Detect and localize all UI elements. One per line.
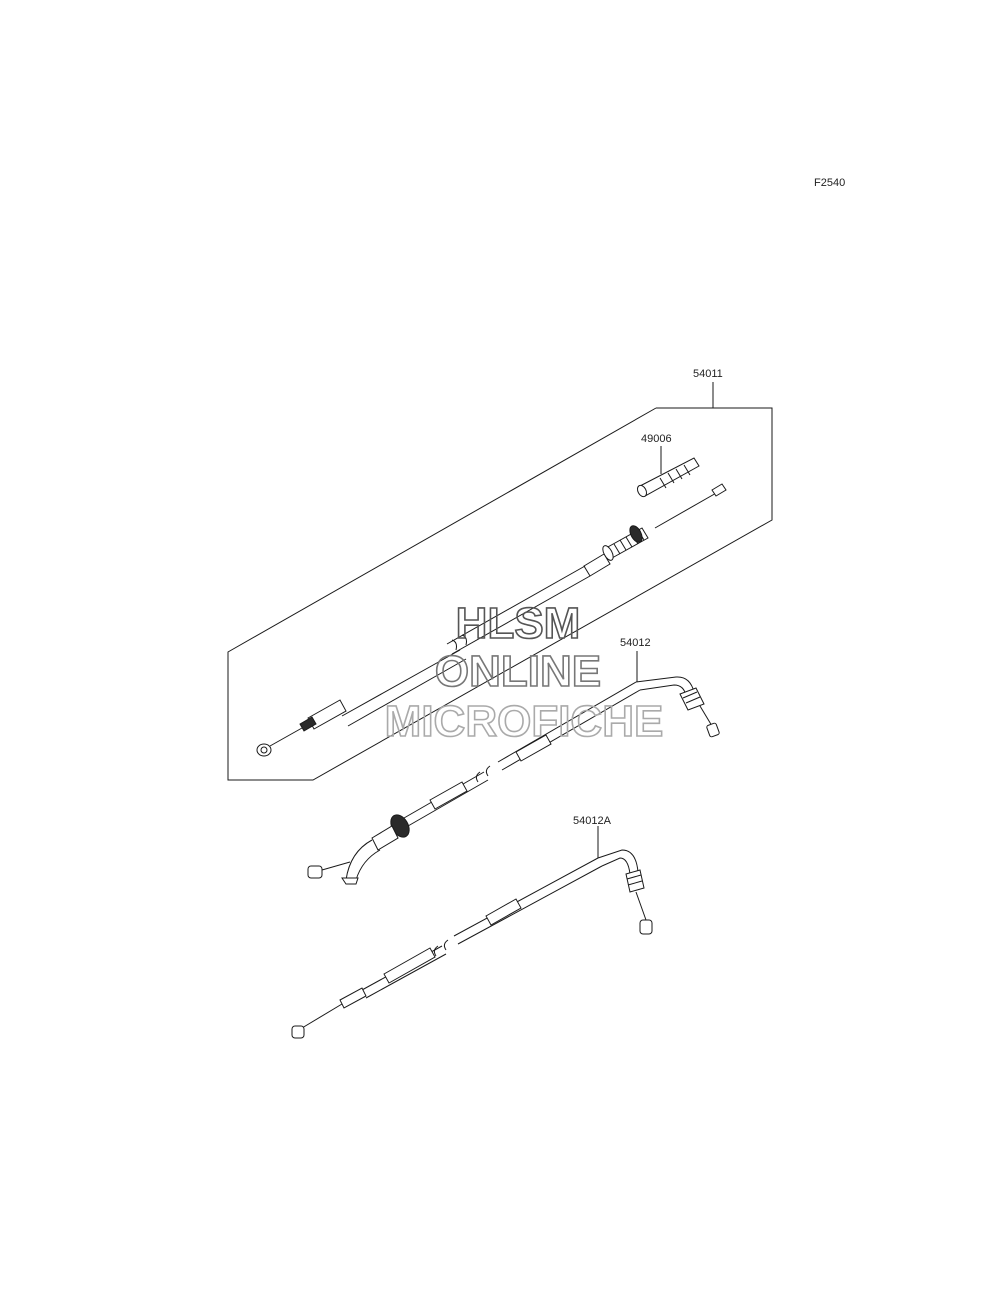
- figure-code: F2540: [814, 177, 845, 189]
- watermark-line-1: HLSM: [456, 599, 581, 648]
- group-outline-54011: [227, 382, 773, 781]
- label-54012[interactable]: 54012: [620, 637, 651, 649]
- label-49006[interactable]: 49006: [641, 433, 672, 445]
- boot-49006-part[interactable]: [636, 446, 700, 498]
- label-54012A[interactable]: 54012A: [573, 815, 612, 827]
- watermark-line-3: MICROFICHE: [385, 697, 664, 746]
- watermark-line-2: ONLINE: [435, 647, 601, 696]
- throttle-cable-54012[interactable]: [307, 651, 720, 885]
- clutch-cable-54011[interactable]: [256, 483, 727, 757]
- label-54011[interactable]: 54011: [693, 368, 723, 380]
- watermark: HLSM ONLINE MICROFICHE: [384, 598, 664, 747]
- throttle-cable-54012A[interactable]: [291, 826, 653, 1039]
